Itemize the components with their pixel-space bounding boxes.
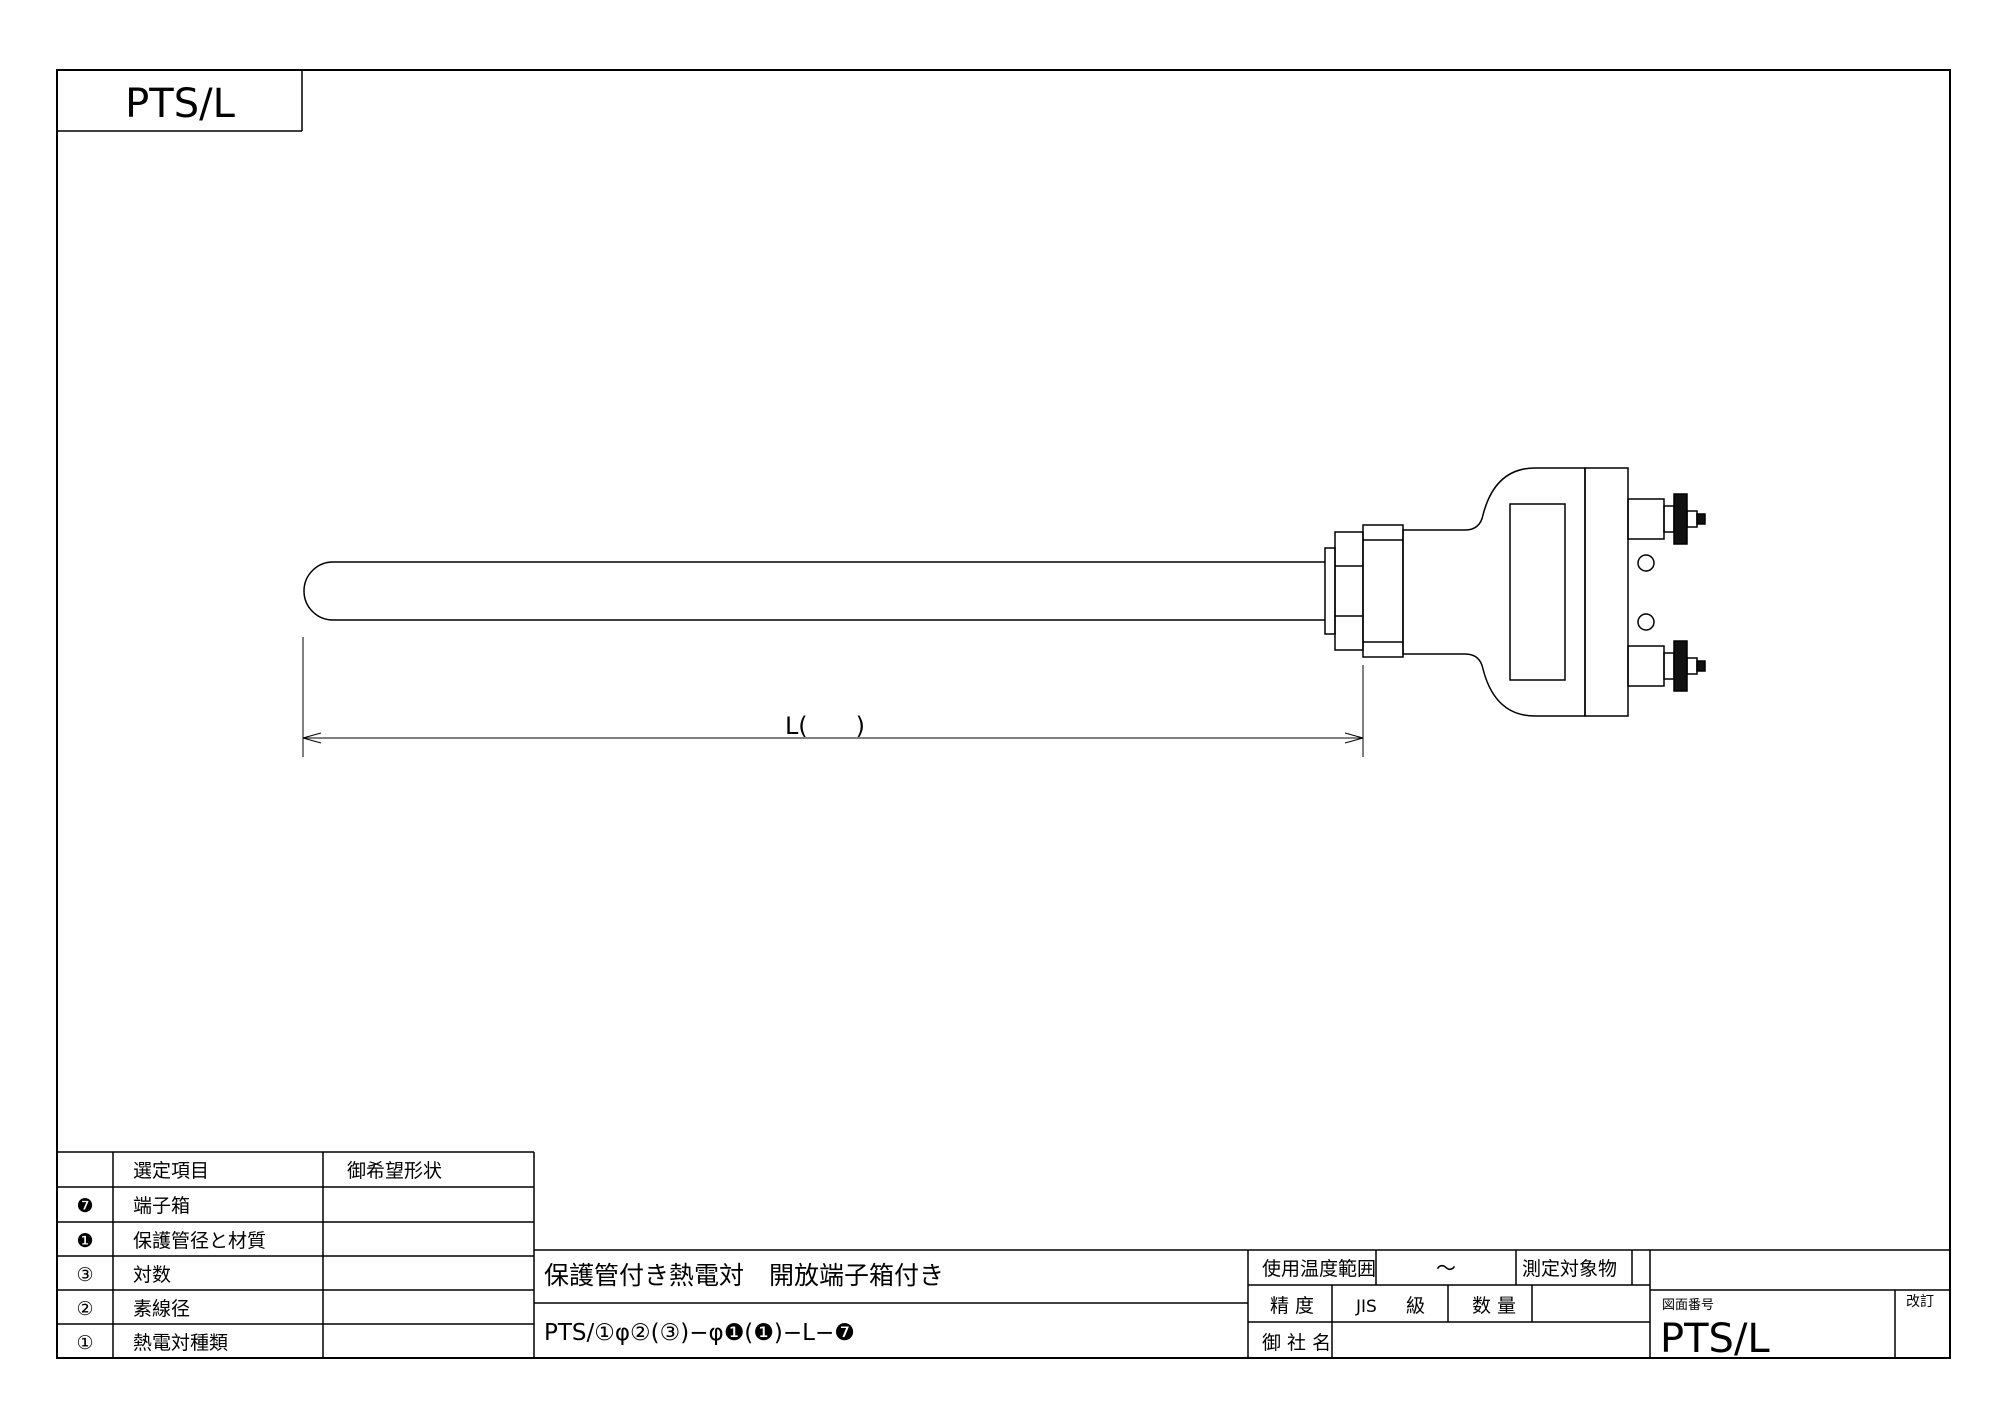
terminal-top: [1627, 493, 1706, 572]
temp-range-value: 〜: [1436, 1256, 1456, 1280]
thread-nipple: [1324, 547, 1336, 635]
grade-label: 級: [1406, 1295, 1425, 1317]
row-number: ❼: [76, 1195, 93, 1217]
table-row: ❼ 端子箱: [76, 1195, 190, 1217]
collar: [1362, 524, 1404, 658]
hex-nut: [1334, 531, 1364, 651]
row-item: 素線径: [133, 1298, 190, 1320]
terminal-bottom: [1627, 613, 1706, 692]
row-number: ❶: [76, 1230, 93, 1252]
corner-title: PTS/L: [125, 81, 235, 127]
temp-range-label: 使用温度範囲: [1262, 1258, 1376, 1280]
table-row: ① 熱電対種類: [76, 1332, 228, 1354]
title-block: 保護管付き熱電対 開放端子箱付き PTS/①φ②(③)−φ❶(❶)−L−❼ 使用…: [534, 1249, 1950, 1362]
quantity-label: 数 量: [1472, 1295, 1516, 1317]
table-header-value: 御希望形状: [347, 1160, 442, 1182]
revision-label: 改訂: [1906, 1294, 1934, 1310]
thermocouple-drawing: [303, 467, 1706, 717]
row-item: 対数: [133, 1264, 171, 1286]
table-header-item: 選定項目: [133, 1160, 209, 1182]
terminal-head-housing: [1402, 467, 1586, 717]
terminal-block: [1584, 467, 1629, 717]
table-row: ② 素線径: [76, 1298, 190, 1320]
model-code: PTS/①φ②(③)−φ❶(❶)−L−❼: [544, 1320, 855, 1346]
sheet-frame: [56, 69, 1951, 1359]
row-number: ①: [76, 1332, 93, 1354]
measured-object-label: 測定対象物: [1522, 1258, 1617, 1280]
drawing-number: PTS/L: [1660, 1316, 1770, 1362]
drawing-title: 保護管付き熱電対 開放端子箱付き: [544, 1261, 944, 1290]
drawing-number-label: 図面番号: [1662, 1298, 1714, 1313]
dimension-label: L( ): [785, 712, 865, 740]
row-number: ②: [76, 1298, 93, 1320]
row-item: 保護管径と材質: [133, 1230, 266, 1252]
row-item: 熱電対種類: [133, 1332, 228, 1354]
jis-label: JIS: [1355, 1297, 1377, 1317]
protection-tube: [303, 561, 1325, 621]
dimension-L: L( ): [302, 637, 1364, 757]
table-row: ❶ 保護管径と材質: [76, 1230, 266, 1252]
nameplate-window: [1509, 503, 1566, 681]
row-number: ③: [76, 1264, 93, 1286]
company-label: 御 社 名: [1262, 1332, 1331, 1354]
row-item: 端子箱: [133, 1195, 190, 1217]
accuracy-label: 精 度: [1270, 1295, 1314, 1317]
selection-table: 選定項目 御希望形状 ❼ 端子箱 ❶ 保護管径と材質 ③ 対数 ② 素線径 ① …: [57, 1151, 535, 1358]
table-row: ③ 対数: [76, 1264, 171, 1286]
corner-title-box: PTS/L: [57, 70, 303, 132]
